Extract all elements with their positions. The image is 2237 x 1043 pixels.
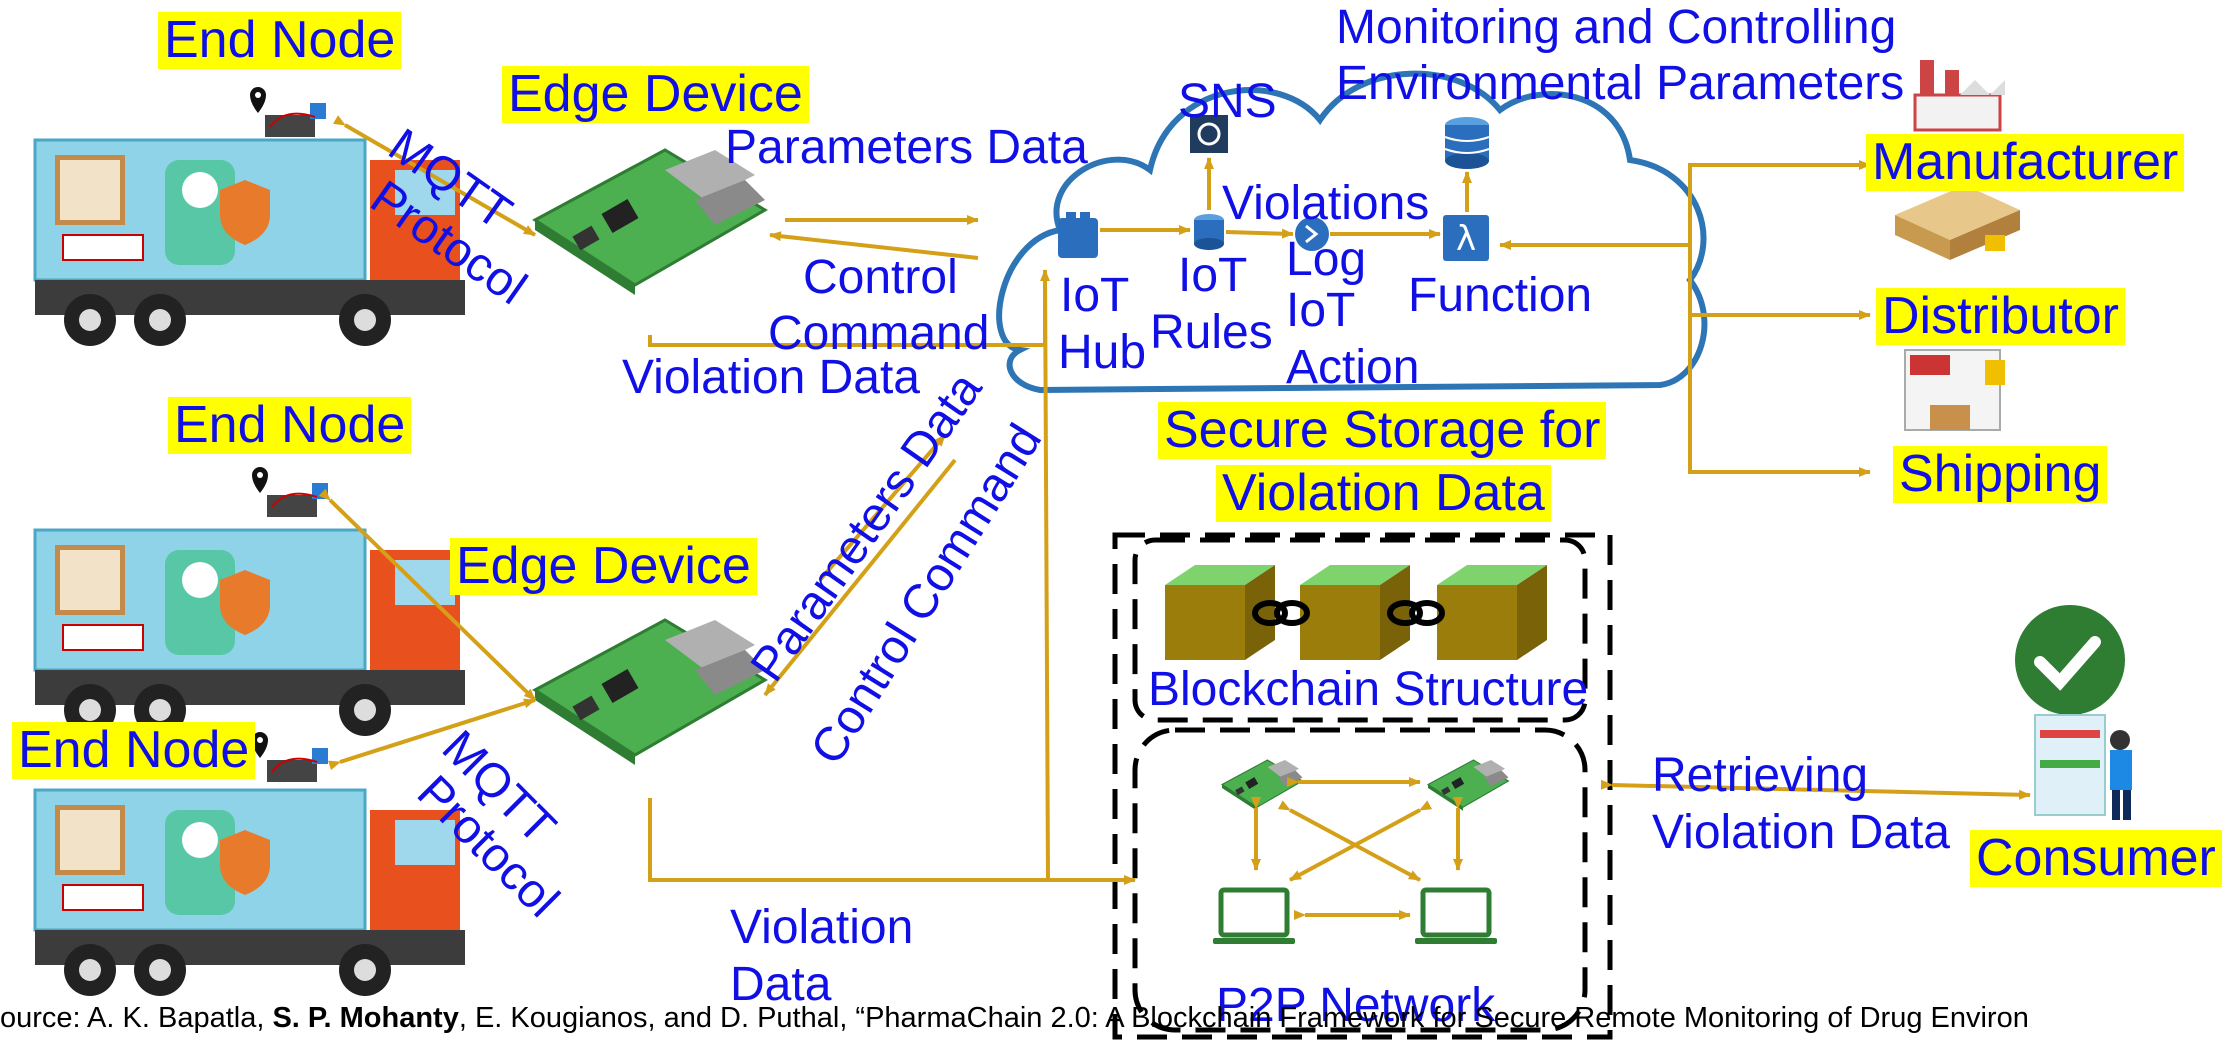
monitoring-label-1: Monitoring and Controlling [1336, 1, 1897, 54]
iot-rules-label-2: Rules [1150, 306, 1273, 359]
citation-suffix: , E. Kougianos, and D. Puthal, “PharmaCh… [458, 1002, 2029, 1034]
iot-action-icon [1295, 217, 1329, 251]
iot-sensor-icon [251, 466, 329, 518]
p2p-network-box [1132, 727, 1588, 1033]
log-action-label-2: IoT [1286, 284, 1356, 337]
iot-hub-label-2: Hub [1058, 326, 1147, 379]
truck-icon [33, 788, 467, 998]
forklift-icon [1904, 349, 2005, 431]
distributor-label: Distributor [1876, 287, 2125, 346]
data-label: Data [730, 958, 832, 1011]
consumer-label: Consumer [1970, 829, 2222, 888]
raspberry-pi-icon [533, 618, 767, 767]
lambda-glyph: λ [1456, 219, 1476, 259]
monitoring-label-2: Environmental Parameters [1336, 57, 1905, 110]
warehouse-icon [1895, 185, 2020, 260]
manufacturer-label: Manufacturer [1866, 133, 2185, 192]
blockchain-structure-box [1132, 537, 1588, 723]
function-label: Function [1408, 269, 1593, 322]
truck-icon [33, 528, 467, 738]
p2p-network-label: P2P Network [1216, 979, 1496, 1032]
raspberry-pi-icon [1427, 759, 1510, 812]
blockchain-block-icon [1165, 565, 1275, 660]
violation-label: Violation [730, 901, 914, 954]
iot-sensor-icon [249, 86, 327, 138]
retrieving-label-2: Violation Data [1652, 806, 1950, 859]
database-icon [1444, 117, 1490, 169]
shipping-label: Shipping [1893, 445, 2108, 504]
control-label: Control [803, 251, 958, 304]
iot-rules-icon [1194, 214, 1224, 250]
parameters-data-label: Parameters Data [725, 121, 1088, 174]
violations-label: Violations [1222, 177, 1430, 230]
secure-storage-label-2: Violation Data [1216, 464, 1551, 523]
sns-icon [1190, 115, 1228, 153]
command-label: Command [768, 307, 990, 360]
checkmark-icon [2015, 605, 2125, 715]
retrieving-label-1: Retrieving [1652, 749, 1869, 802]
blockchain-block-icon [1437, 565, 1547, 660]
iot-sensor-icon [251, 731, 329, 783]
sns-label: SNS [1178, 75, 1277, 128]
citation-author-bold: S. P. Mohanty [272, 1002, 459, 1034]
end-node-label-2: End Node [168, 396, 412, 455]
log-action-label-3: Action [1286, 341, 1420, 394]
flow-arrows [318, 115, 2031, 920]
raspberry-pi-icon [1221, 759, 1304, 812]
iot-hub-icon [1058, 218, 1098, 258]
end-node-label-3: End Node [12, 721, 256, 780]
blockchain-block-icon [1300, 565, 1410, 660]
source-citation: ource: A. K. Bapatla, S. P. Mohanty, E. … [0, 1002, 2029, 1035]
violation-data-top-label: Violation Data [622, 351, 920, 404]
edge-device-label-1: Edge Device [502, 65, 809, 124]
log-action-label-1: Log [1286, 233, 1367, 286]
iot-hub-label-1: IoT [1060, 269, 1130, 322]
cloud-icon [996, 70, 1708, 394]
consumer-icon [2034, 714, 2132, 820]
citation-prefix: ource: A. K. Bapatla, [0, 1002, 273, 1034]
secure-storage-label-1: Secure Storage for [1158, 401, 1607, 460]
end-node-label-1: End Node [158, 11, 402, 70]
laptop-icon [1213, 890, 1295, 944]
factory-icon [1913, 60, 2005, 132]
blockchain-structure-label: Blockchain Structure [1148, 663, 1589, 716]
lambda-icon [1443, 215, 1489, 261]
laptop-icon [1415, 890, 1497, 944]
edge-device-label-2: Edge Device [450, 537, 757, 596]
iot-rules-label-1: IoT [1178, 249, 1248, 302]
